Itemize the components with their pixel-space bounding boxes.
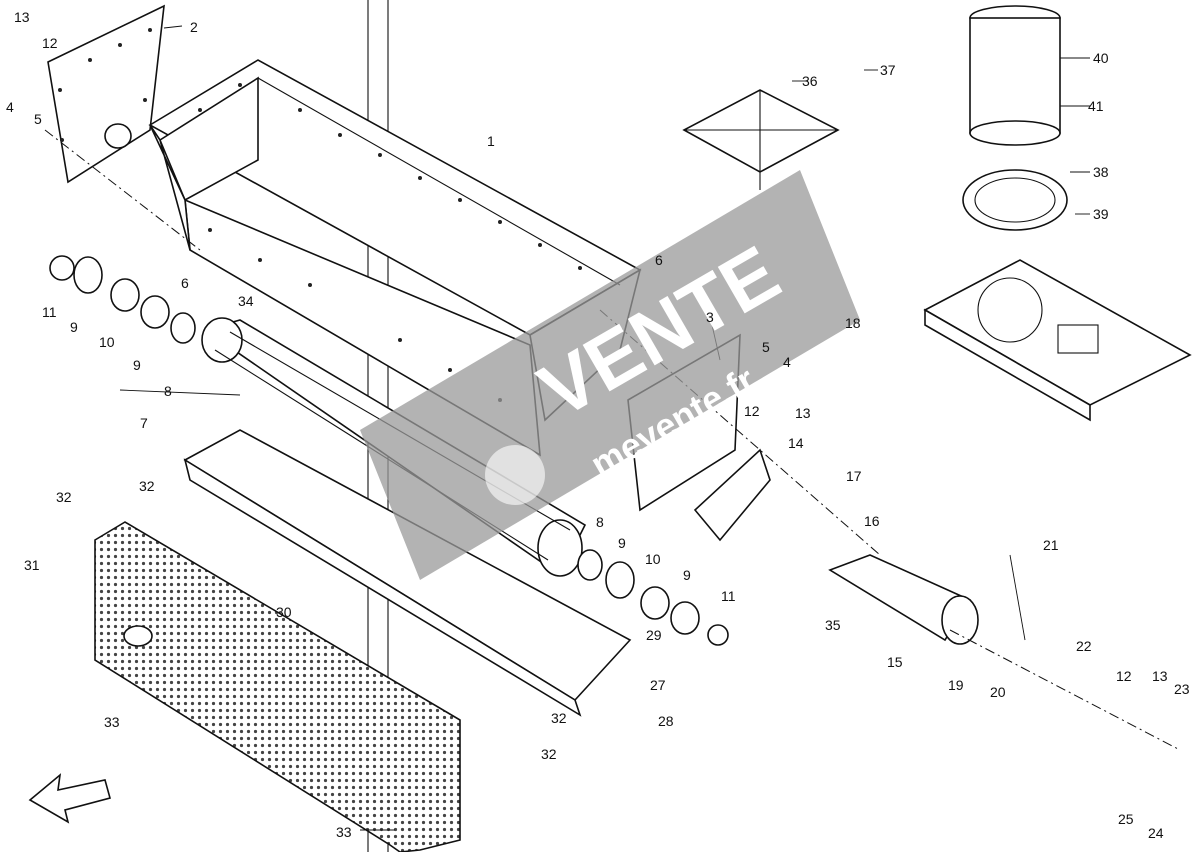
part-label: 10 (99, 334, 115, 350)
part-label: 10 (645, 551, 661, 567)
spout-15 (828, 554, 979, 645)
part-label: 6 (655, 252, 663, 268)
part-label: 35 (825, 617, 841, 633)
part-label: 29 (646, 627, 662, 643)
part-label: 38 (1093, 164, 1109, 180)
part-label: 32 (56, 489, 72, 505)
part-label: 14 (788, 435, 804, 451)
part-label: 22 (1076, 638, 1092, 654)
part-label: 16 (864, 513, 880, 529)
part-label: 36 (802, 73, 818, 89)
part-label: 24 (1148, 825, 1164, 841)
part-label: 40 (1093, 50, 1109, 66)
cover-36 (682, 89, 840, 190)
part-label: 5 (762, 339, 770, 355)
part-label: 12 (42, 35, 58, 51)
end-plate-2 (47, 4, 165, 184)
part-label: 23 (1174, 681, 1190, 697)
part-label: 19 (948, 677, 964, 693)
part-label: 3 (706, 309, 714, 325)
ring-38 (962, 169, 1068, 231)
part-label: 12 (1116, 668, 1132, 684)
part-label: 27 (650, 677, 666, 693)
part-label: 31 (24, 557, 40, 573)
part-label: 18 (845, 315, 861, 331)
part-label: 6 (181, 275, 189, 291)
bearings-left (49, 255, 196, 344)
part-label: 28 (658, 713, 674, 729)
part-label: 25 (1118, 811, 1134, 827)
part-labels: 1 2 3 4 4 5 5 6 6 7 8 8 9 9 9 9 10 10 11… (6, 9, 1190, 841)
part-label: 33 (336, 824, 352, 840)
part-label: 11 (42, 304, 57, 320)
part-label: 32 (139, 478, 155, 494)
orientation-arrow-icon (28, 773, 111, 824)
part-label: 13 (14, 9, 30, 25)
part-label: 30 (276, 604, 292, 620)
part-label: 20 (990, 684, 1006, 700)
trough-frame (183, 429, 632, 717)
part-label: 9 (618, 535, 626, 551)
part-label: 7 (140, 415, 148, 431)
filter-cylinder-40 (969, 5, 1061, 146)
part-label: 39 (1093, 206, 1109, 222)
part-label: 8 (164, 383, 172, 399)
part-label: 9 (133, 357, 141, 373)
part-label: 15 (887, 654, 903, 670)
part-label: 8 (596, 514, 604, 530)
part-label: 21 (1043, 537, 1059, 553)
base-box (923, 259, 1192, 422)
part-label: 5 (34, 111, 42, 127)
part-label: 34 (238, 293, 254, 309)
part-label: 32 (551, 710, 567, 726)
part-label: 9 (70, 319, 78, 335)
part-label: 13 (795, 405, 811, 421)
part-label: 2 (190, 19, 198, 35)
part-label: 1 (487, 133, 495, 149)
part-label: 13 (1152, 668, 1168, 684)
part-label: 33 (104, 714, 120, 730)
part-label: 17 (846, 468, 862, 484)
part-label: 4 (783, 354, 791, 370)
screen-30 (94, 521, 461, 852)
part-label: 12 (744, 403, 760, 419)
part-label: 41 (1088, 98, 1104, 114)
part-label: 4 (6, 99, 14, 115)
part-label: 37 (880, 62, 896, 78)
part-label: 11 (721, 588, 736, 604)
part-label: 32 (541, 746, 557, 762)
part-label: 9 (683, 567, 691, 583)
bearings-right (577, 549, 729, 646)
